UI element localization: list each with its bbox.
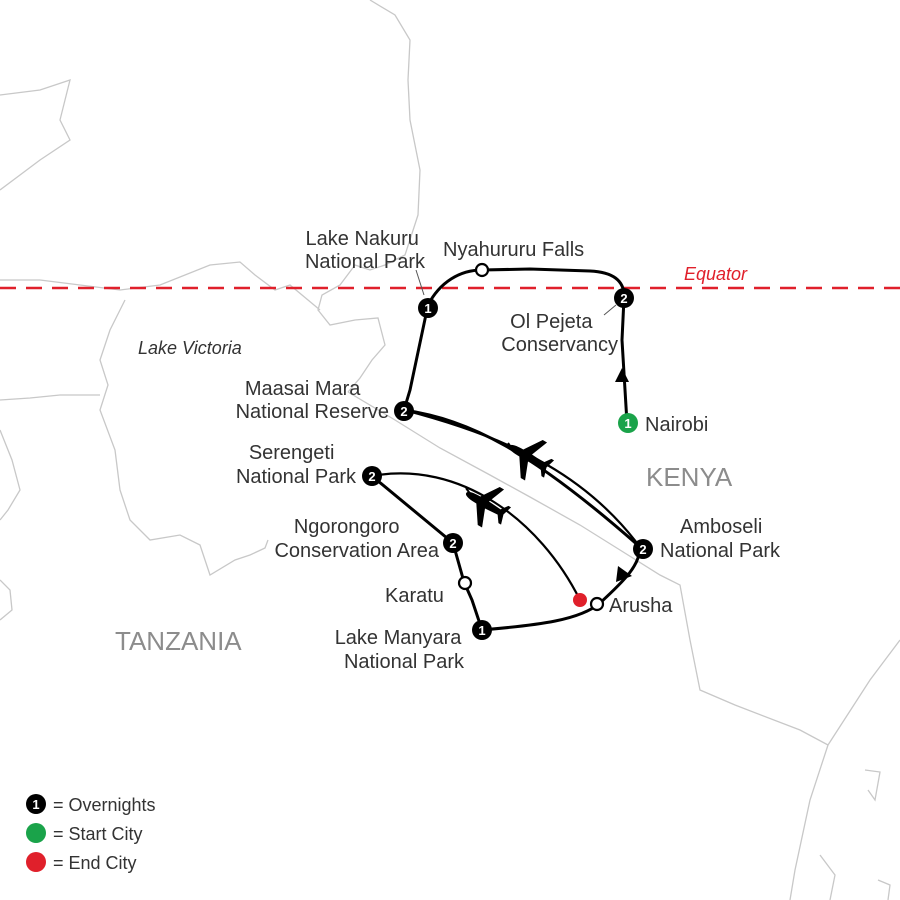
overnight-badge-amboseli: 2 [633, 539, 653, 559]
label-tanzania: TANZANIA [115, 626, 242, 656]
svg-text:2: 2 [368, 469, 375, 484]
overnight-badge-maasai-mara: 2 [394, 401, 414, 421]
label-lake-manyara: Lake Manyara National Park [335, 627, 467, 673]
overnight-badge-lake-manyara: 1 [472, 620, 492, 640]
label-karatu: Karatu [385, 585, 444, 607]
label-amboseli: Amboseli National Park [660, 516, 781, 562]
svg-text:2: 2 [639, 542, 646, 557]
label-ngorongoro: Ngorongoro Conservation Area [274, 516, 439, 562]
svg-text:1: 1 [624, 416, 631, 431]
label-arusha: Arusha [609, 595, 673, 617]
overnight-badge-lake-nakuru: 1 [418, 298, 438, 318]
start-city-badge-nairobi: 1 [618, 413, 638, 433]
legend: 1 = Overnights = Start City = End City [26, 794, 156, 873]
leader-line [603, 304, 617, 316]
svg-text:2: 2 [400, 404, 407, 419]
legend-start-city: = Start City [26, 823, 143, 844]
karatu-marker [457, 575, 473, 591]
label-lake-nakuru: Lake Nakuru National Park [305, 228, 426, 273]
label-nairobi: Nairobi [645, 414, 708, 436]
label-kenya: KENYA [646, 462, 733, 492]
label-maasai-mara: Maasai Mara National Reserve [236, 378, 389, 423]
svg-text:= Overnights: = Overnights [53, 795, 156, 815]
equator-label: Equator [684, 264, 748, 284]
arrow-north-icon [615, 368, 629, 382]
flight-tick [507, 442, 514, 451]
ground-route [370, 267, 642, 632]
airplane-icon [465, 486, 512, 528]
svg-text:2: 2 [620, 291, 627, 306]
overnight-badge-serengeti: 2 [362, 466, 382, 486]
arusha-marker [589, 596, 605, 612]
legend-end-city: = End City [26, 852, 137, 873]
svg-text:1: 1 [478, 623, 485, 638]
overnight-badge-ngorongoro: 2 [443, 533, 463, 553]
leader-line [415, 269, 425, 296]
nyahururu-marker [474, 262, 490, 278]
svg-text:2: 2 [449, 536, 456, 551]
svg-text:= End City: = End City [53, 853, 137, 873]
legend-overnights: 1 = Overnights [26, 794, 156, 815]
label-serengeti: Serengeti National Park [236, 442, 357, 488]
svg-text:1: 1 [424, 301, 431, 316]
end-city-marker [573, 593, 587, 607]
flight-routes [371, 408, 641, 601]
svg-text:1: 1 [32, 797, 39, 812]
overnight-badge-ol-pejeta: 2 [614, 288, 634, 308]
label-lake-victoria: Lake Victoria [138, 338, 242, 358]
airplane-icon [508, 439, 555, 481]
arrow-southwest-icon [616, 566, 632, 582]
label-nyahururu-falls: Nyahururu Falls [443, 239, 584, 261]
label-ol-pejeta: Ol Pejeta Conservancy [501, 311, 618, 356]
flight-tick [465, 487, 472, 496]
svg-text:= Start City: = Start City [53, 824, 143, 844]
